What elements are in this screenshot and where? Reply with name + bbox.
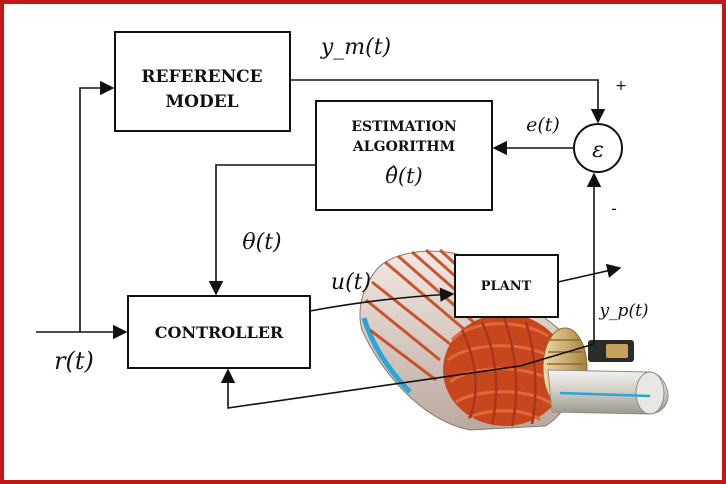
estimation-algorithm-block xyxy=(315,100,493,211)
controller-feedback-arrow xyxy=(220,343,595,409)
plant-output-arrow xyxy=(557,263,622,283)
block-diagram: REFERENCE MODEL ESTIMATION ALGORITHM θ̂(… xyxy=(36,31,669,431)
summing-plus-sign: + xyxy=(615,78,627,94)
estimation-parameter-label: θ̂(t) xyxy=(385,164,422,188)
estimation-label-line1: ESTIMATION xyxy=(351,119,457,135)
motor-illustration xyxy=(359,248,669,431)
error-signal-label: e(t) xyxy=(526,114,560,136)
reference-signal-label: r(t) xyxy=(54,347,94,375)
control-signal-arrow xyxy=(309,287,455,312)
summing-junction-symbol: ε xyxy=(592,138,604,163)
estimation-label-line2: ALGORITHM xyxy=(352,139,455,155)
model-output-arrow xyxy=(290,79,606,124)
reference-branch-arrow xyxy=(79,80,115,332)
reference-model-label-line1: REFERENCE xyxy=(141,67,262,87)
model-output-label: y_m(t) xyxy=(320,35,391,60)
controller-label: CONTROLLER xyxy=(155,323,284,342)
plant-output-label: y_p(t) xyxy=(598,301,648,321)
controller-block xyxy=(127,295,311,369)
control-signal-label: u(t) xyxy=(331,270,371,295)
summing-minus-sign: - xyxy=(611,199,617,218)
parameter-arrow xyxy=(208,164,316,296)
reference-model-block xyxy=(114,31,291,132)
reference-model-label-line2: MODEL xyxy=(165,92,238,112)
plant-block xyxy=(454,254,559,318)
plant-label: PLANT xyxy=(481,279,532,294)
parameter-signal-label: θ(t) xyxy=(242,230,281,255)
